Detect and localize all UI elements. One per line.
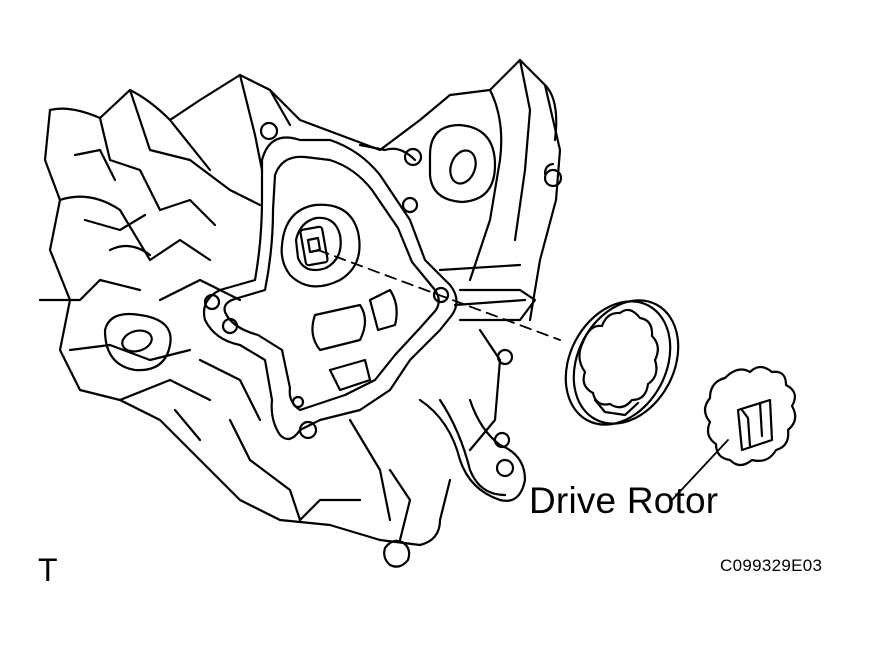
figure-code: C099329E03 (720, 556, 823, 575)
drive-rotor (703, 365, 797, 467)
callout-leader-line (671, 439, 729, 501)
engine-block (38, 58, 563, 568)
drive-rotor-label: Drive Rotor (529, 480, 719, 521)
upper-boss (358, 123, 497, 204)
pump-housing (202, 121, 458, 441)
alignment-line (317, 249, 561, 341)
driven-rotor (564, 299, 680, 426)
corner-mark: T (38, 552, 58, 588)
